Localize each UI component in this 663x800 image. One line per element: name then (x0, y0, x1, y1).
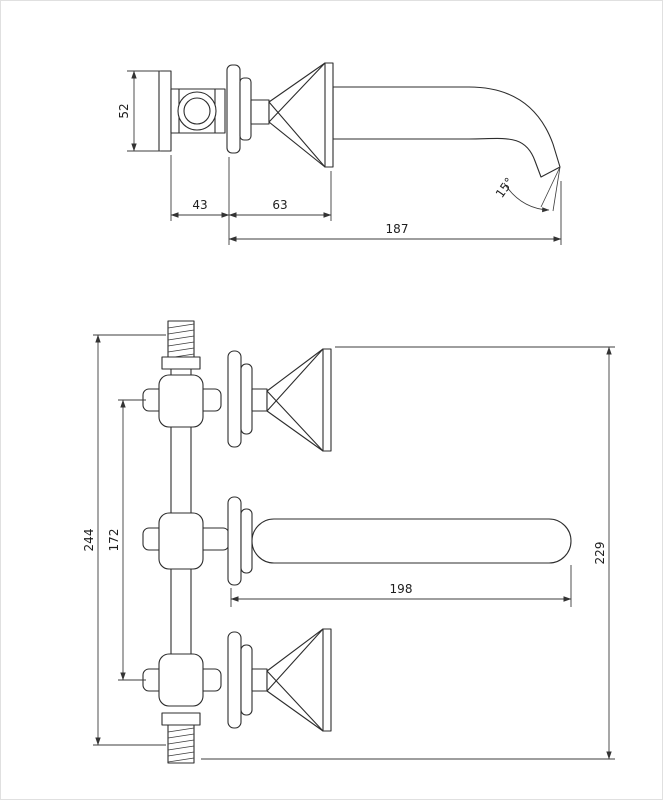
wall-plate (158, 70, 172, 152)
dim-229-label: 229 (593, 542, 607, 565)
dim-52: 52 (117, 70, 161, 152)
dim-198: 198 (230, 565, 572, 607)
middle-body (142, 512, 230, 570)
middle-escutcheon-outer (227, 496, 242, 586)
top-handle-stem (251, 388, 268, 412)
top-thread-body (167, 320, 195, 360)
dim-229: 229 (201, 346, 615, 760)
angle-ref-line (552, 166, 561, 212)
spout (332, 86, 561, 178)
top-handle-spoke-2 (266, 348, 324, 412)
cross-handle (268, 62, 334, 168)
dim-63-label: 63 (272, 198, 287, 212)
escutcheon-outer (226, 64, 241, 154)
middle-escutcheon-inner (240, 508, 253, 574)
top-valve (142, 374, 222, 428)
dim-244: 244 (82, 334, 166, 746)
connector-bar-lower (170, 560, 192, 662)
dim-198-label: 198 (390, 582, 413, 596)
angle-arc (503, 182, 550, 213)
bottom-thread-hatch (167, 727, 195, 763)
spout-assembly (227, 496, 572, 586)
bottom-handle-spoke-2 (266, 628, 324, 692)
bottom-valve-handle-assembly (227, 628, 332, 732)
bottom-thread (161, 712, 201, 764)
handle-stem (250, 99, 270, 125)
top-collar (161, 356, 201, 370)
angle-annotation: 15° (493, 166, 561, 213)
bottom-valve (142, 653, 222, 707)
bottom-handle-stem (251, 668, 268, 692)
dim-angle-label: 15° (493, 175, 517, 200)
dim-172: 172 (107, 399, 146, 681)
bottom-valve-body (158, 653, 204, 707)
bottom-escutcheon-outer (227, 631, 242, 729)
top-escutcheon-outer (227, 350, 242, 448)
dim-52-label: 52 (117, 103, 131, 118)
top-escutcheon-inner (240, 363, 253, 435)
dim-43-label: 43 (192, 198, 207, 212)
bottom-collar (161, 712, 201, 726)
escutcheon-inner (239, 77, 252, 141)
dim-187-label: 187 (386, 222, 409, 236)
handle-spoke-2 (268, 62, 326, 123)
middle-body-shape (158, 512, 204, 570)
bottom-escutcheon-inner (240, 644, 253, 716)
top-thread (161, 320, 201, 370)
valve-port-inner (183, 97, 211, 125)
dim-172-label: 172 (107, 529, 121, 552)
front-view: 244 172 198 229 (82, 320, 615, 764)
top-view-side: 15° 52 43 63 187 (117, 62, 562, 245)
front-spout (251, 518, 572, 564)
top-valve-handle-assembly (227, 348, 332, 452)
dim-244-label: 244 (82, 529, 96, 552)
dim-horizontal-group: 43 63 187 (170, 155, 562, 245)
bottom-thread-body (167, 724, 195, 764)
angle-slope-line (540, 166, 561, 208)
top-valve-body (158, 374, 204, 428)
